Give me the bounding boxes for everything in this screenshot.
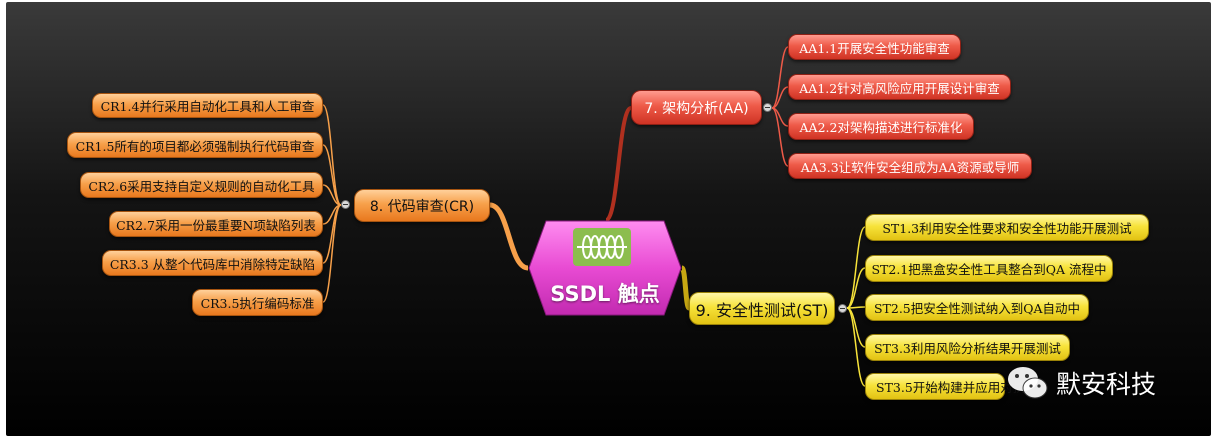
- connector-lines: [322, 46, 866, 387]
- st-item-label: ST1.3利用安全性要求和安全性功能开展测试: [882, 221, 1132, 236]
- aa-item-label: AA1.1开展安全性功能审查: [799, 40, 950, 56]
- cr-item[interactable]: CR2.6采用支持自定义规则的自动化工具: [80, 172, 323, 198]
- branch-label: 8. 代码审查(CR): [369, 198, 475, 215]
- cr-item-label: CR1.5所有的项目都必须强制执行代码审查: [75, 138, 315, 154]
- cr-item-label: CR3.5执行编码标准: [200, 296, 315, 311]
- st-item[interactable]: ST2.5把安全性测试纳入到QA自动中: [865, 294, 1089, 321]
- connector-line: [322, 184, 342, 206]
- wechat-icon: [1008, 367, 1048, 399]
- aa-item[interactable]: AA2.2对架构描述进行标准化: [788, 113, 974, 140]
- st-item-label: ST3.5开始构建并应用对抗: [876, 380, 1026, 395]
- cr-item[interactable]: CR3.3 从整个代码库中消除特定缺陷: [102, 250, 323, 276]
- connector-line: [679, 265, 692, 311]
- cr-item-label: CR1.4并行采用自动化工具和人工审查: [100, 99, 315, 114]
- aa-item-label: AA1.2针对高风险应用开展设计审查: [799, 80, 1000, 96]
- cr-item-label: CR3.3 从整个代码库中消除特定缺陷: [109, 256, 316, 272]
- collapse-toggle-aa[interactable]: [763, 103, 772, 112]
- st-item-label: ST3.3利用风险分析结果开展测试: [874, 341, 1061, 356]
- watermark-text: 默安科技: [1056, 370, 1157, 399]
- connector-line: [846, 226, 866, 309]
- st-item[interactable]: ST3.3利用风险分析结果开展测试: [865, 334, 1070, 361]
- st-item[interactable]: ST1.3利用安全性要求和安全性功能开展测试: [865, 214, 1149, 241]
- center-title: SSDL 触点: [550, 282, 660, 306]
- connector-line: [771, 107, 789, 167]
- cr-item[interactable]: CR1.5所有的项目都必须强制执行代码审查: [67, 132, 323, 158]
- branch-label: 7. 架构分析(AA): [644, 100, 749, 117]
- coil-icon: [573, 228, 631, 266]
- st-item-label: ST2.5把安全性测试纳入到QA自动中: [873, 301, 1081, 316]
- cr-item[interactable]: CR1.4并行采用自动化工具和人工审查: [92, 93, 323, 118]
- center-node-shape: [528, 220, 682, 316]
- connector-line: [322, 144, 342, 206]
- center-node[interactable]: SSDL 触点: [528, 220, 682, 316]
- collapse-toggle-st[interactable]: [838, 304, 847, 313]
- aa-item[interactable]: AA3.3让软件安全组成为AA资源或导师: [788, 153, 1032, 179]
- cr-item-label: CR2.7采用一份最重要N项缺陷列表: [116, 217, 316, 233]
- cr-item-label: CR2.6采用支持自定义规则的自动化工具: [88, 178, 315, 194]
- st-item[interactable]: ST2.1把黑盒安全性工具整合到QA 流程中: [865, 255, 1113, 282]
- aa-item-label: AA3.3让软件安全组成为AA资源或导师: [800, 159, 1020, 175]
- branch-security-testing[interactable]: 9. 安全性测试(ST): [689, 292, 835, 325]
- st-item[interactable]: ST3.5开始构建并应用对抗: [865, 373, 1025, 400]
- aa-item[interactable]: AA1.2针对高风险应用开展设计审查: [788, 74, 1011, 100]
- branch-label: 9. 安全性测试(ST): [695, 300, 829, 320]
- connector-line: [771, 46, 789, 109]
- connector-line: [322, 104, 342, 206]
- mindmap-canvas: SSDL 触点 8. 代码审查(CR) 7. 架构分析(AA) 9. 安全性测试…: [6, 2, 1211, 436]
- collapse-toggle-cr[interactable]: [341, 200, 350, 209]
- connector-line: [846, 307, 866, 387]
- cr-item[interactable]: CR2.7采用一份最重要N项缺陷列表: [109, 211, 323, 237]
- connector-line: [771, 86, 789, 109]
- watermark: 默安科技: [1006, 364, 1156, 402]
- connector-line: [322, 204, 342, 303]
- aa-item[interactable]: AA1.1开展安全性功能审查: [788, 34, 961, 60]
- branch-code-review[interactable]: 8. 代码审查(CR): [354, 189, 490, 222]
- st-item-label: ST2.1把黑盒安全性工具整合到QA 流程中: [871, 262, 1107, 277]
- branch-architecture-analysis[interactable]: 7. 架构分析(AA): [631, 90, 762, 125]
- connector-line: [604, 106, 633, 222]
- connector-line: [846, 267, 866, 309]
- aa-item-label: AA2.2对架构描述进行标准化: [799, 120, 963, 135]
- connector-line: [489, 202, 529, 271]
- cr-item[interactable]: CR3.5执行编码标准: [192, 289, 323, 316]
